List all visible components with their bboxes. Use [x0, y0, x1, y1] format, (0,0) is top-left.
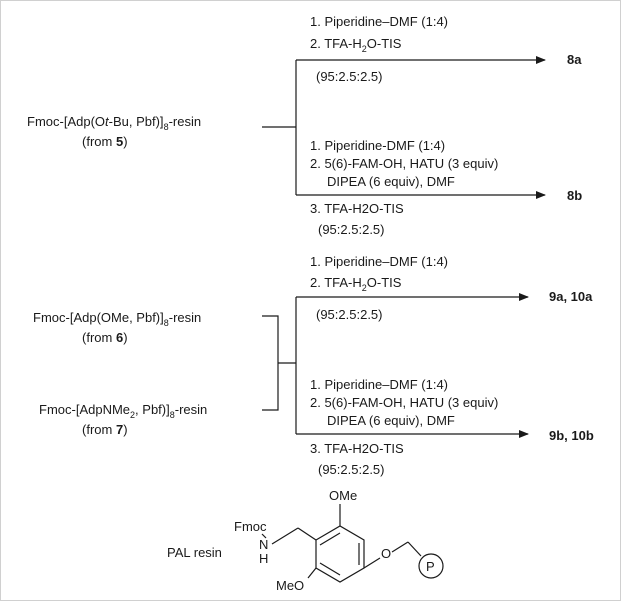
- product-9a-10a: 9a, 10a: [549, 289, 593, 304]
- cond-2b-step2b: DIPEA (6 equiv), DMF: [327, 413, 455, 428]
- product-8b: 8b: [567, 188, 582, 203]
- cond-1a-step2: 2. TFA-H2O-TIS: [310, 36, 402, 54]
- ome-top-label: OMe: [329, 488, 357, 503]
- bond-ring-meo: [307, 567, 317, 579]
- cond-1b-step2b: DIPEA (6 equiv), DMF: [327, 174, 455, 189]
- cond-2b-ratio: (95:2.5:2.5): [318, 462, 385, 477]
- cond-2b-step2: 2. 5(6)-FAM-OH, HATU (3 equiv): [310, 395, 498, 410]
- polymer-support-circle: [418, 553, 444, 579]
- bond-o-ch2: [391, 541, 409, 553]
- bond-n-ch2: [271, 527, 299, 545]
- cond-2b-step3: 3. TFA-H2O-TIS: [310, 441, 404, 456]
- branch-line-1: [262, 60, 297, 195]
- product-9b-10b: 9b, 10b: [549, 428, 594, 443]
- bond-ch2-ring: [297, 527, 317, 541]
- cond-1b-step3: 3. TFA-H2O-TIS: [310, 201, 404, 216]
- cond-1b-step1: 1. Piperidine-DMF (1:4): [310, 138, 445, 153]
- scheme-2: Fmoc-[Adp(OMe, Pbf)]8-resin (from 6) Fmo…: [33, 254, 594, 477]
- cond-1b-ratio: (95:2.5:2.5): [318, 222, 385, 237]
- merge-bracket: [262, 297, 297, 434]
- pal-resin-label: PAL resin: [167, 545, 222, 560]
- hydrogen-label: H: [259, 551, 268, 566]
- cond-1a-step1: 1. Piperidine–DMF (1:4): [310, 14, 448, 29]
- cond-1a-ratio: (95:2.5:2.5): [316, 69, 383, 84]
- cond-2a-ratio: (95:2.5:2.5): [316, 307, 383, 322]
- cond-2a-step2: 2. TFA-H2O-TIS: [310, 275, 402, 293]
- cond-2b-step1: 1. Piperidine–DMF (1:4): [310, 377, 448, 392]
- bond-fmoc-n: [261, 533, 267, 539]
- oxygen-label: O: [381, 546, 391, 561]
- start-material-6-source: (from 6): [82, 330, 128, 345]
- benzene-ring: [315, 525, 365, 583]
- cond-2a-step1: 1. Piperidine–DMF (1:4): [310, 254, 448, 269]
- meo-label: MeO: [276, 578, 304, 593]
- scheme-1: Fmoc-[Adp(Ot-Bu, Pbf)]8-resin (from 5) 1…: [27, 14, 582, 237]
- bond-ch2-p: [407, 541, 422, 557]
- fmoc-label: Fmoc: [234, 519, 267, 534]
- bond-ring-o: [363, 557, 381, 569]
- start-material-5-name: Fmoc-[Adp(Ot-Bu, Pbf)]8-resin: [27, 114, 201, 132]
- ring-double-bond-1: [319, 532, 341, 546]
- start-material-6-name: Fmoc-[Adp(OMe, Pbf)]8-resin: [33, 310, 201, 328]
- polymer-label: P: [426, 559, 435, 574]
- nitrogen-label: N: [259, 537, 268, 552]
- product-8a: 8a: [567, 52, 582, 67]
- start-material-5-source: (from 5): [82, 134, 128, 149]
- cond-1b-step2: 2. 5(6)-FAM-OH, HATU (3 equiv): [310, 156, 498, 171]
- pal-resin-structure: PAL resin Fmoc N H OMe MeO O P: [167, 488, 444, 593]
- ring-double-bond-3: [319, 562, 341, 576]
- start-material-7-source: (from 7): [82, 422, 128, 437]
- start-material-7-name: Fmoc-[AdpNMe2, Pbf)]8-resin: [39, 402, 207, 420]
